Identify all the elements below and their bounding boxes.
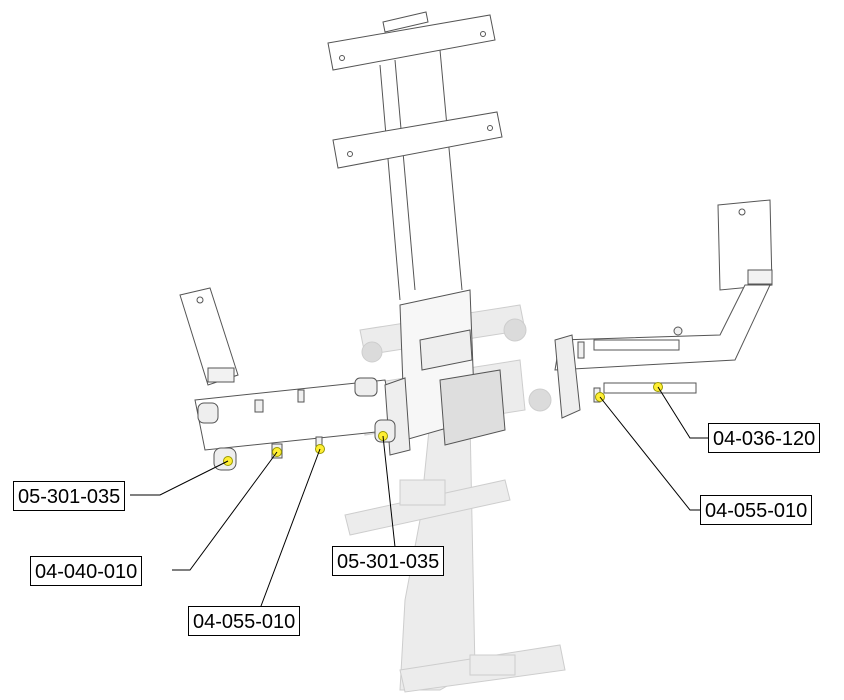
part-label-washer-right: 04-055-010 [700, 495, 813, 525]
leader-bolt-left [172, 451, 278, 571]
leader-bolt-right [657, 386, 708, 439]
center-receiver [399, 289, 506, 446]
left-arm [179, 287, 411, 471]
part-label-washer-left: 04-055-010 [188, 606, 301, 636]
leader-bushing-left [130, 460, 229, 496]
part-label-bushing-left: 05-301-035 [13, 481, 126, 511]
leader-washer-right [599, 396, 700, 511]
part-label-bolt-left: 04-040-010 [30, 556, 143, 586]
leader-bushing-center [382, 435, 396, 548]
upper-mast [327, 11, 503, 301]
part-label-bolt-right: 04-036-120 [708, 423, 821, 453]
right-arm [554, 199, 773, 419]
part-label-bushing-center: 05-301-035 [332, 546, 445, 576]
